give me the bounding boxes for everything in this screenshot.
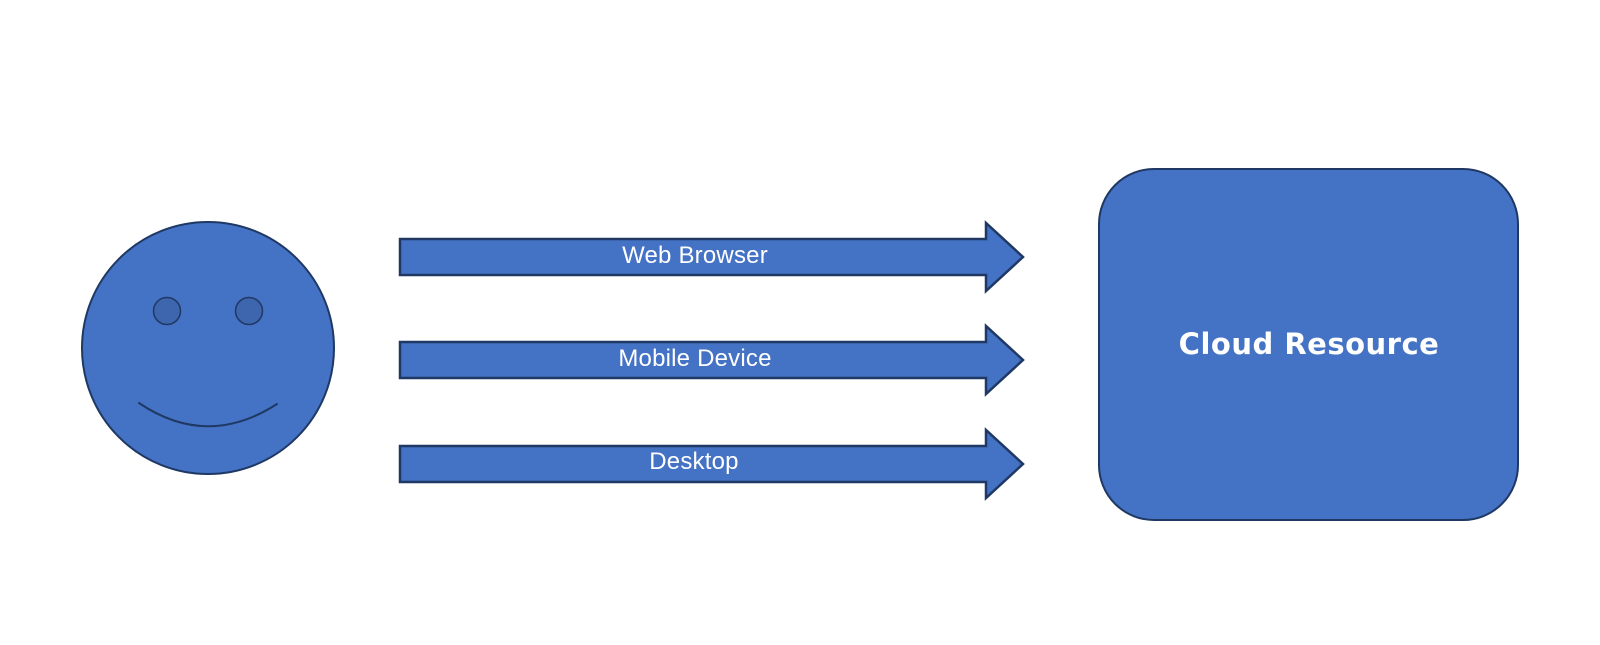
smiley-head xyxy=(81,221,335,475)
smiley-right-eye xyxy=(234,296,264,326)
arrow-label-mobile-device: Mobile Device xyxy=(618,345,772,372)
arrow-desktop xyxy=(398,427,1025,501)
smiley-face-icon xyxy=(81,221,335,475)
smiley-left-eye xyxy=(152,296,182,326)
arrow-web-browser xyxy=(398,220,1025,294)
arrow-label-web-browser: Web Browser xyxy=(622,242,768,269)
cloud-resource-box xyxy=(1098,168,1519,521)
smiley-mouth xyxy=(138,402,278,428)
arrow-label-desktop: Desktop xyxy=(649,448,739,475)
arrow-mobile-device xyxy=(398,323,1025,397)
cloud-resource-label: Cloud Resource xyxy=(1178,327,1440,361)
